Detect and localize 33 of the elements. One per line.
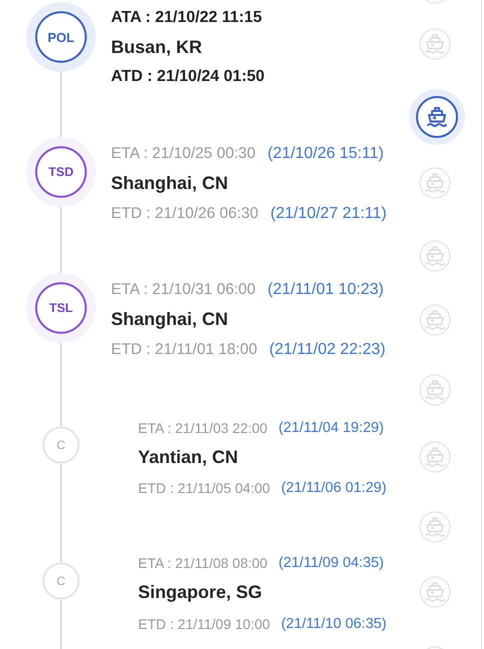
timeline-line: [60, 600, 62, 649]
estimated-arrival-time: ETA : 21/11/03 22:00: [138, 421, 268, 435]
estimated-arrival-time: ETA : 21/11/08 08:00: [138, 556, 268, 570]
port-name: Shanghai, CN: [111, 174, 228, 192]
revised-arrival-time: (21/11/09 04:35): [278, 556, 384, 570]
timeline-line: [60, 464, 62, 562]
port-name: Yantian, CN: [138, 448, 238, 466]
port-marker: C: [42, 562, 80, 600]
revised-departure-time: (21/10/27 21:11): [270, 206, 387, 222]
port-name: Singapore, SG: [138, 583, 262, 601]
estimated-departure-time: ETD : 21/11/01 18:00: [111, 342, 258, 358]
port-marker: TSD: [26, 137, 96, 207]
timeline-line: [60, 343, 62, 426]
port-name: Shanghai, CN: [111, 310, 228, 328]
estimated-departure-time: ETD : 21/11/05 04:00: [138, 481, 270, 495]
port-name: Busan, KR: [111, 38, 202, 56]
revised-departure-time: (21/11/06 01:29): [281, 480, 386, 496]
revised-arrival-time: (21/11/04 19:29): [278, 420, 384, 436]
arrival-time: ATA : 21/10/22 11:15: [111, 10, 262, 26]
estimated-departure-time: ETD : 21/10/26 06:30: [111, 206, 258, 222]
estimated-arrival-time: ETA : 21/10/25 00:30: [111, 146, 256, 162]
estimated-arrival-time: ETA : 21/10/31 06:00: [111, 282, 256, 298]
revised-arrival-time: (21/11/01 10:23): [268, 282, 384, 298]
timeline-line: [60, 207, 62, 273]
revised-departure-time: (21/11/02 22:23): [269, 342, 386, 358]
departure-time: ATD : 21/10/24 01:50: [111, 69, 265, 85]
timeline-line: [60, 72, 62, 137]
port-marker: TSL: [26, 273, 96, 343]
port-marker: C: [42, 426, 80, 464]
port-marker: POL: [26, 2, 96, 72]
revised-arrival-time: (21/10/26 15:11): [268, 146, 384, 162]
estimated-departure-time: ETD : 21/11/09 10:00: [138, 617, 270, 631]
revised-departure-time: (21/11/10 06:35): [281, 616, 386, 632]
